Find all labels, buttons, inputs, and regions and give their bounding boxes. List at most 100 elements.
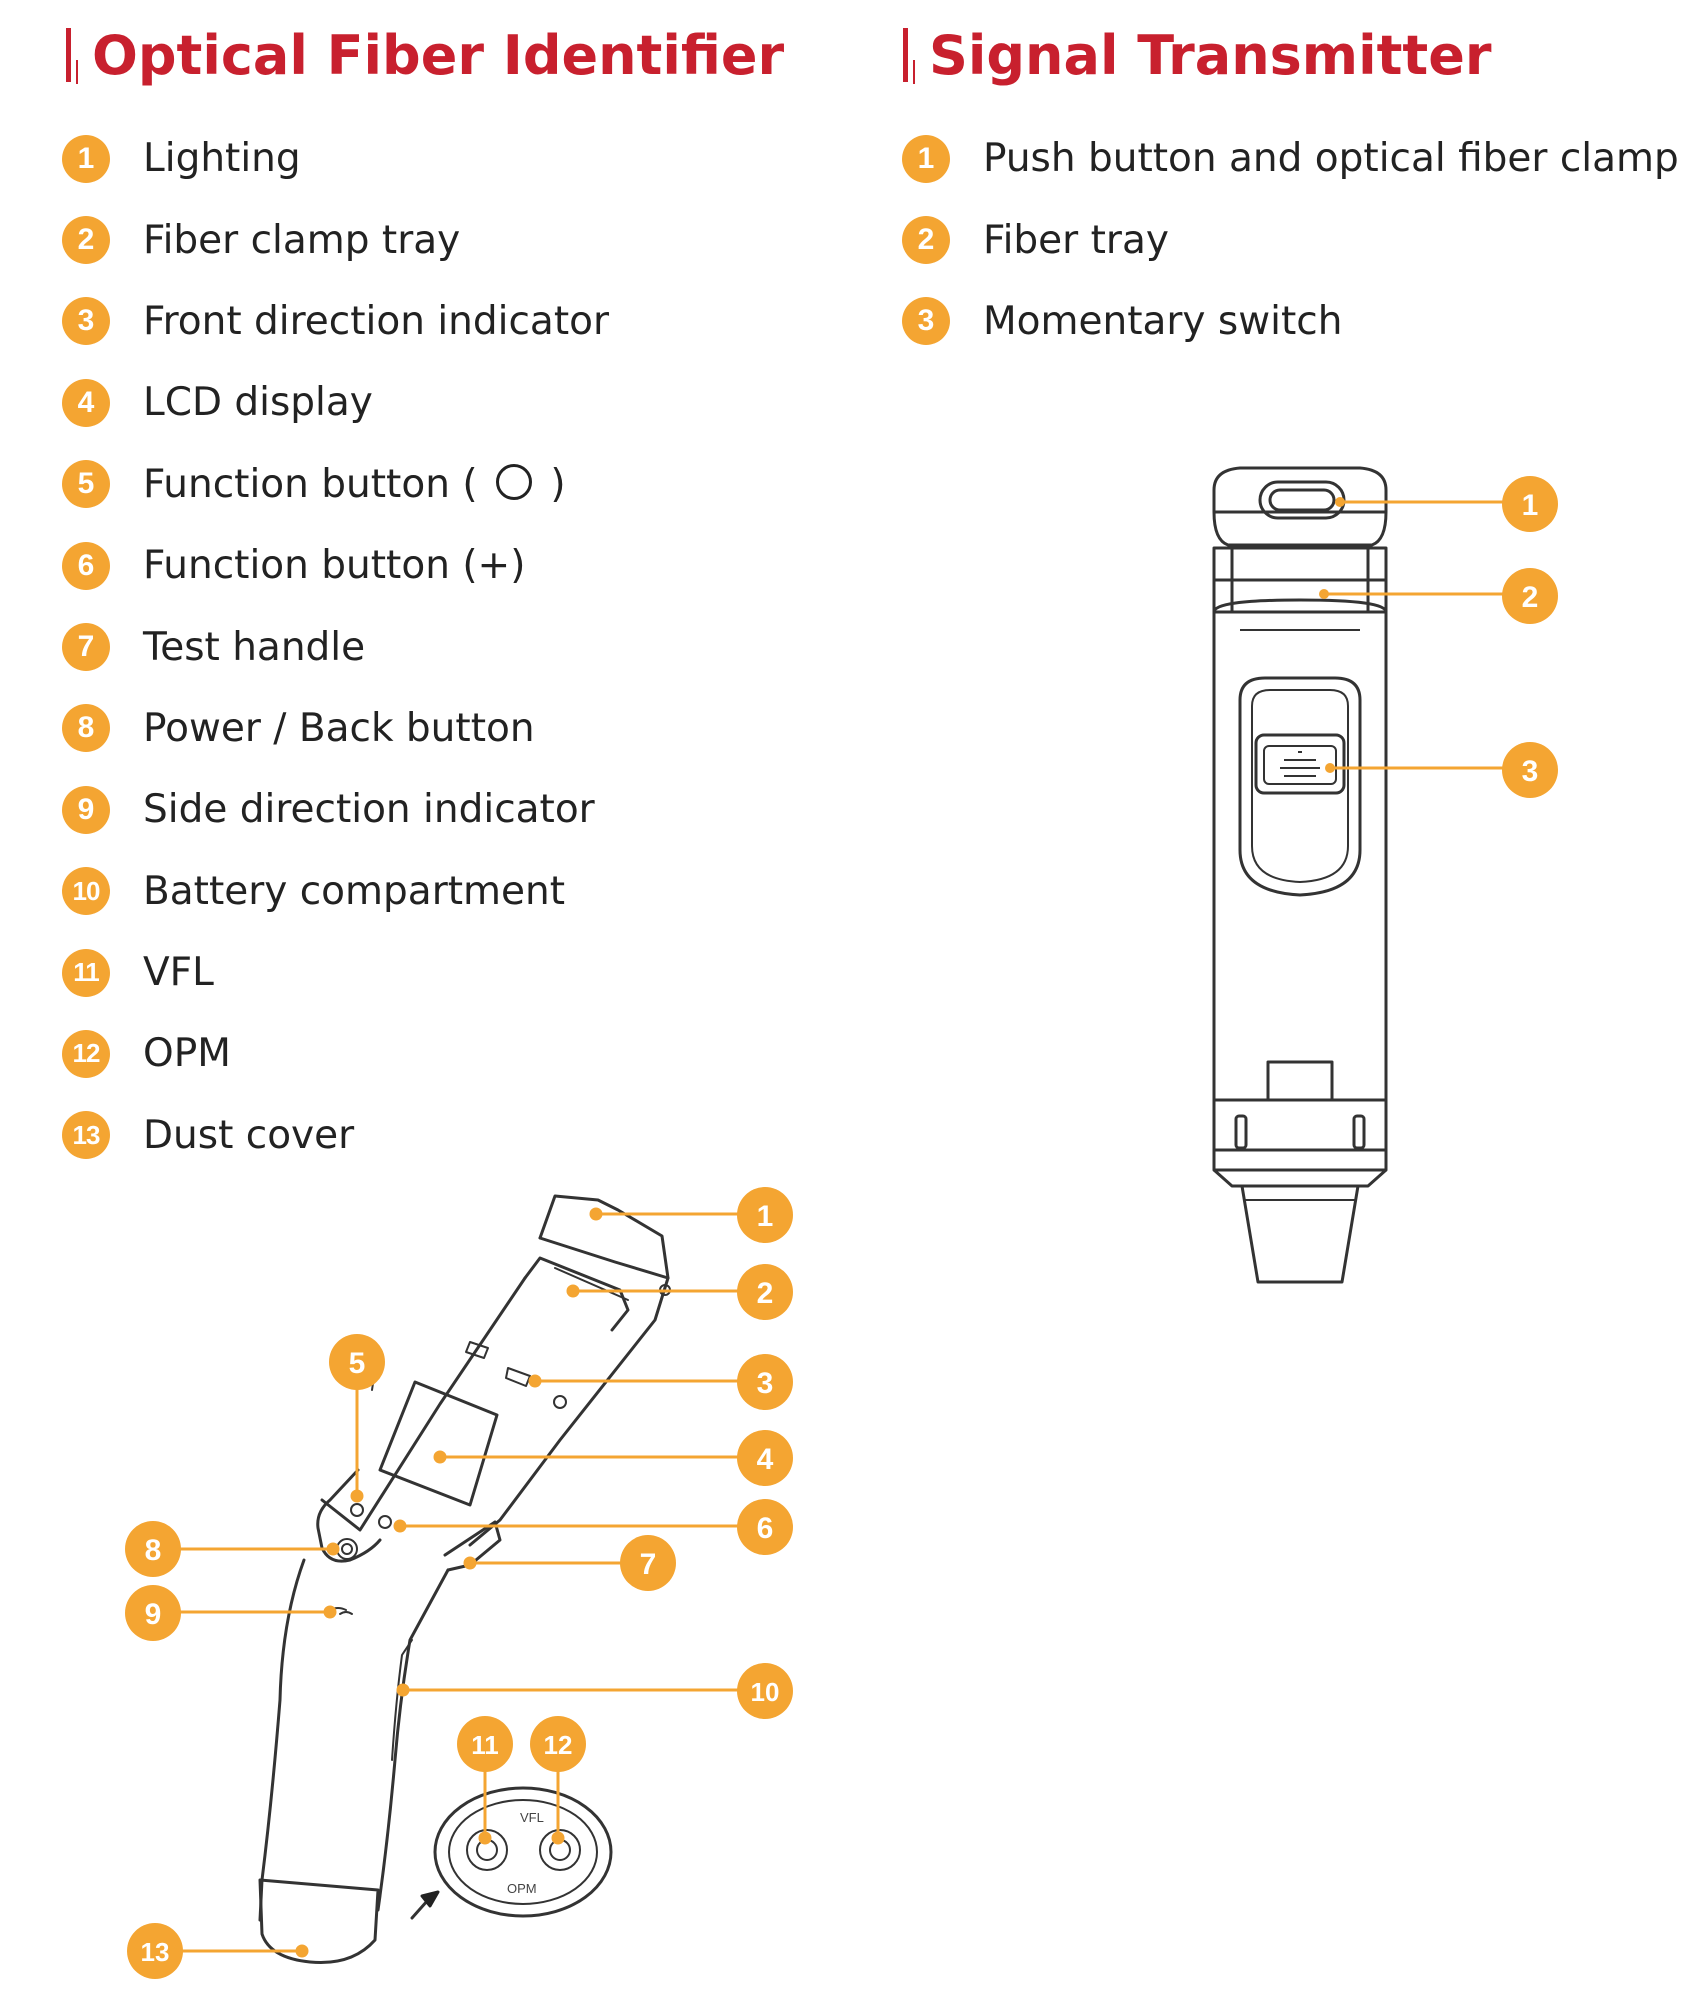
callout-badge (127, 1923, 183, 1979)
page-title: Optical Fiber Identifier (92, 23, 785, 87)
part-label: Fiber clamp tray (143, 217, 461, 263)
callout-dot (463, 1556, 477, 1570)
callout-dot (433, 1450, 447, 1464)
callout-number: 9 (145, 1598, 162, 1631)
back-edge (468, 1276, 670, 1547)
function-button-circle (350, 1503, 364, 1517)
callout-number: 1 (757, 1200, 774, 1233)
section-title-right: Signal Transmitter (903, 23, 1492, 87)
callout-badge (737, 1430, 793, 1486)
callout-dot (1335, 497, 1345, 507)
callout-badge (737, 1264, 793, 1320)
number-badge: 11 (62, 948, 110, 997)
callout-dot (1319, 589, 1329, 599)
number-badge: 7 (62, 623, 110, 672)
callout-dot (393, 1519, 407, 1533)
number-badge: 9 (62, 785, 110, 834)
number-badge: 2 (62, 216, 110, 265)
callout-number: 5 (349, 1347, 366, 1380)
number-badge: 6 (62, 541, 110, 590)
title-accent-bar-small (913, 60, 915, 84)
callout-dot (566, 1284, 580, 1298)
number-badge: 13 (62, 1111, 110, 1160)
callout-dot (295, 1944, 309, 1958)
part-label: Function button (+) (143, 543, 526, 589)
callout-badge (737, 1499, 793, 1555)
callout-number: 2 (757, 1277, 774, 1310)
callout-number: 6 (757, 1512, 774, 1545)
callout-number: 10 (751, 1677, 780, 1707)
grip-back (376, 1568, 450, 1912)
number-badge: 3 (902, 297, 950, 346)
callout-number: 13 (141, 1937, 170, 1967)
callout-dot (326, 1542, 340, 1556)
part-label: Dust cover (143, 1112, 355, 1158)
list-item: 5 Function button ( ) (62, 444, 609, 525)
callout-badge (1502, 742, 1558, 798)
connector-nozzle (1240, 1185, 1360, 1284)
identifier-callouts: 1 2 3 4 5 6 7 8 9 10 11 12 13 (125, 1187, 793, 1979)
clamp-cap (1212, 466, 1388, 547)
part-label: VFL (143, 950, 214, 996)
callout-number: 2 (1522, 581, 1539, 614)
switch-face (1263, 745, 1337, 785)
callout-number: 11 (471, 1730, 499, 1760)
section-title-left: Optical Fiber Identifier (66, 23, 785, 87)
power-icon (341, 1543, 353, 1555)
callout-badge (125, 1521, 181, 1577)
callout-dot (528, 1374, 542, 1388)
callout-dot (350, 1489, 364, 1503)
grip-front (258, 1558, 306, 1922)
switch-housing-outer (1238, 676, 1362, 897)
callout-badge (1502, 476, 1558, 532)
part-label-suffix: ) (550, 461, 566, 507)
callout-number: 1 (1522, 489, 1539, 522)
part-label: Battery compartment (143, 868, 566, 914)
lcd-display (378, 1380, 499, 1507)
port-panel (433, 1786, 613, 1918)
identifier-callout-lines (180, 1207, 738, 1958)
callout-number: 3 (757, 1367, 774, 1400)
lighting-cap (538, 1194, 670, 1280)
number-badge: 5 (62, 460, 110, 509)
title-accent-bar (66, 28, 71, 82)
number-badge: 4 (62, 378, 110, 427)
list-item: 10 Battery compartment (62, 851, 609, 932)
number-badge: 10 (62, 867, 110, 916)
callout-badge (737, 1663, 793, 1719)
list-item: 2 Fiber clamp tray (62, 199, 609, 280)
opm-port-label: OPM (507, 1881, 537, 1896)
number-badge: 2 (902, 216, 950, 265)
callout-dot (396, 1683, 410, 1697)
button-face (316, 1468, 382, 1563)
battery-seam (391, 1639, 413, 1761)
tray-detail (554, 1267, 629, 1301)
page-title: Signal Transmitter (929, 23, 1492, 87)
part-label: Front direction indicator (143, 298, 610, 344)
base-band (1212, 1148, 1388, 1172)
number-badge: 8 (62, 704, 110, 753)
list-item: 9 Side direction indicator (62, 769, 609, 850)
front-indicator (505, 1367, 531, 1387)
circle-icon (495, 463, 532, 500)
dust-cover (258, 1878, 380, 1965)
callout-dot (478, 1831, 492, 1845)
momentary-switch (1254, 733, 1346, 795)
part-label: Side direction indicator (143, 787, 595, 833)
list-item: 13 Dust cover (62, 1095, 609, 1176)
indicator-slot (465, 1341, 489, 1359)
callout-badge (737, 1354, 793, 1410)
number-badge: 1 (62, 134, 110, 183)
vfl-port (466, 1829, 508, 1871)
part-label: Function button ( ) (143, 462, 566, 507)
signal-transmitter-drawing (1212, 466, 1388, 1284)
